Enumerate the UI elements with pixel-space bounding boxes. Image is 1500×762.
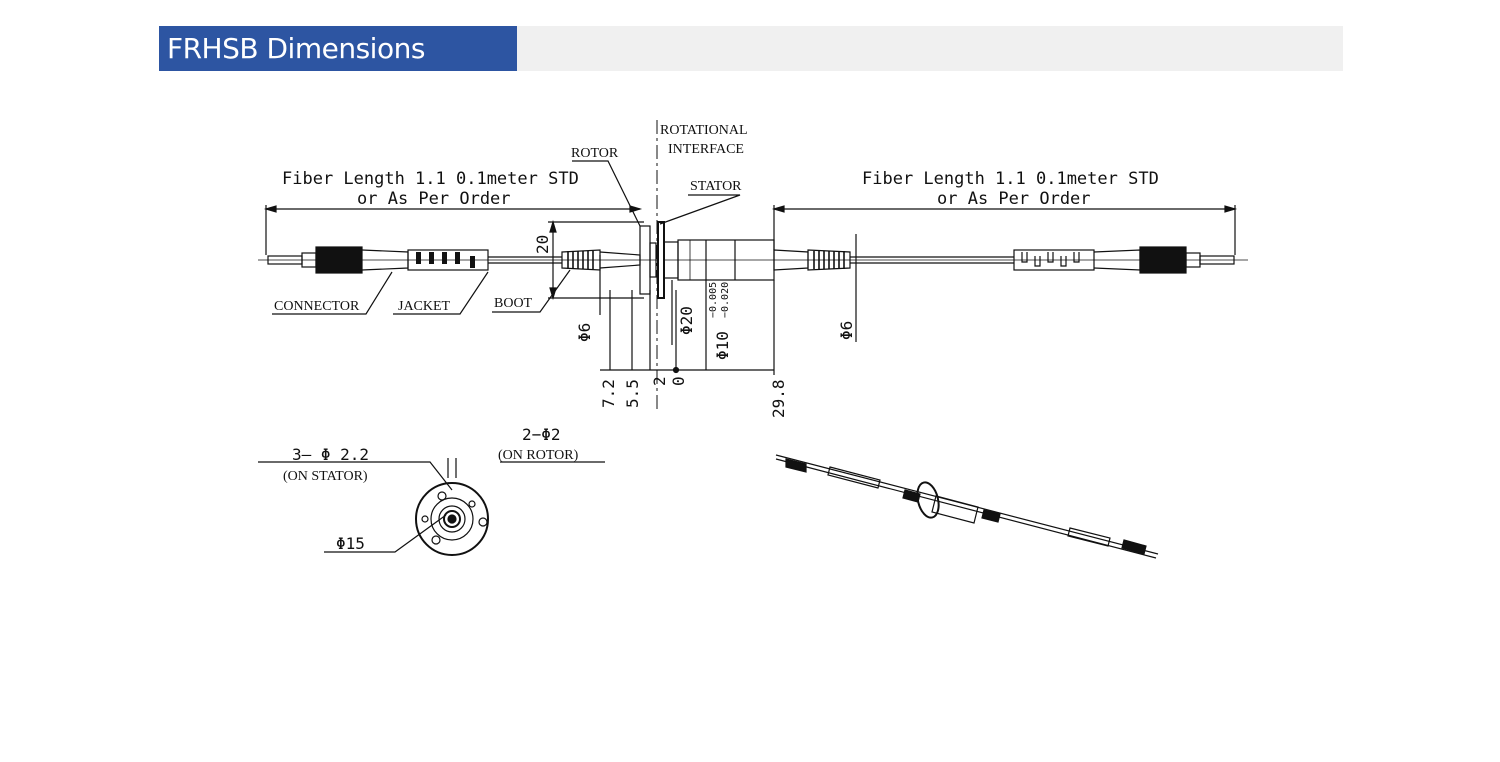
connector-ferrule-right	[1199, 255, 1235, 265]
dim-phi20: Φ20	[677, 306, 696, 335]
rotor-holes-label-2: (ON ROTOR)	[498, 448, 579, 463]
dim-0: 0	[669, 376, 688, 386]
connector-leader	[272, 271, 393, 315]
rotational-label-2: INTERFACE	[668, 142, 744, 157]
stator-label: STATOR	[690, 179, 742, 194]
fiber-length-left-1: Fiber Length 1.1 0.1meter STD	[282, 169, 579, 189]
connector-body-left	[315, 246, 363, 274]
tolerance-upper: −0.005	[708, 282, 719, 318]
fiber-length-right-1: Fiber Length 1.1 0.1meter STD	[862, 169, 1159, 189]
jacket-leader	[393, 271, 489, 315]
rotational-label-1: ROTATIONAL	[660, 123, 748, 138]
jacket-label: JACKET	[398, 299, 451, 314]
rotor-label: ROTOR	[571, 146, 619, 161]
connector-label: CONNECTOR	[274, 299, 360, 314]
boot-leader	[492, 269, 571, 313]
dim-29-8: 29.8	[769, 379, 788, 418]
tolerance-lower: −0.020	[720, 282, 731, 318]
fiber-length-left-2: or As Per Order	[357, 189, 511, 209]
rotor-leader	[572, 160, 641, 227]
connector-body-right	[1139, 246, 1187, 274]
dim-phi6-left: Φ6	[575, 323, 594, 342]
stator-holes-label-2: (ON STATOR)	[283, 469, 368, 484]
dim-phi10: Φ10	[713, 331, 732, 360]
dim-7-2: 7.2	[599, 379, 618, 408]
page-title: FRHSB Dimensions	[159, 26, 517, 71]
rotor-holes-label-1: 2−Φ2	[522, 425, 561, 444]
isometric-view	[775, 454, 1159, 559]
end-view	[258, 458, 605, 556]
dim-20-vertical: 20	[533, 235, 552, 254]
boot-right	[807, 249, 851, 271]
boot-label: BOOT	[494, 296, 533, 311]
dim-2: 2	[650, 376, 669, 386]
fiber-length-right-2: or As Per Order	[937, 189, 1091, 209]
stator-holes-label-1: 3— Φ 2.2	[292, 445, 369, 464]
stator-plate	[657, 221, 665, 299]
diameter-15-label: Φ15	[336, 534, 365, 553]
stator-leader	[659, 194, 741, 225]
dim-5-5: 5.5	[623, 379, 642, 408]
dim-phi6-right: Φ6	[837, 321, 856, 340]
